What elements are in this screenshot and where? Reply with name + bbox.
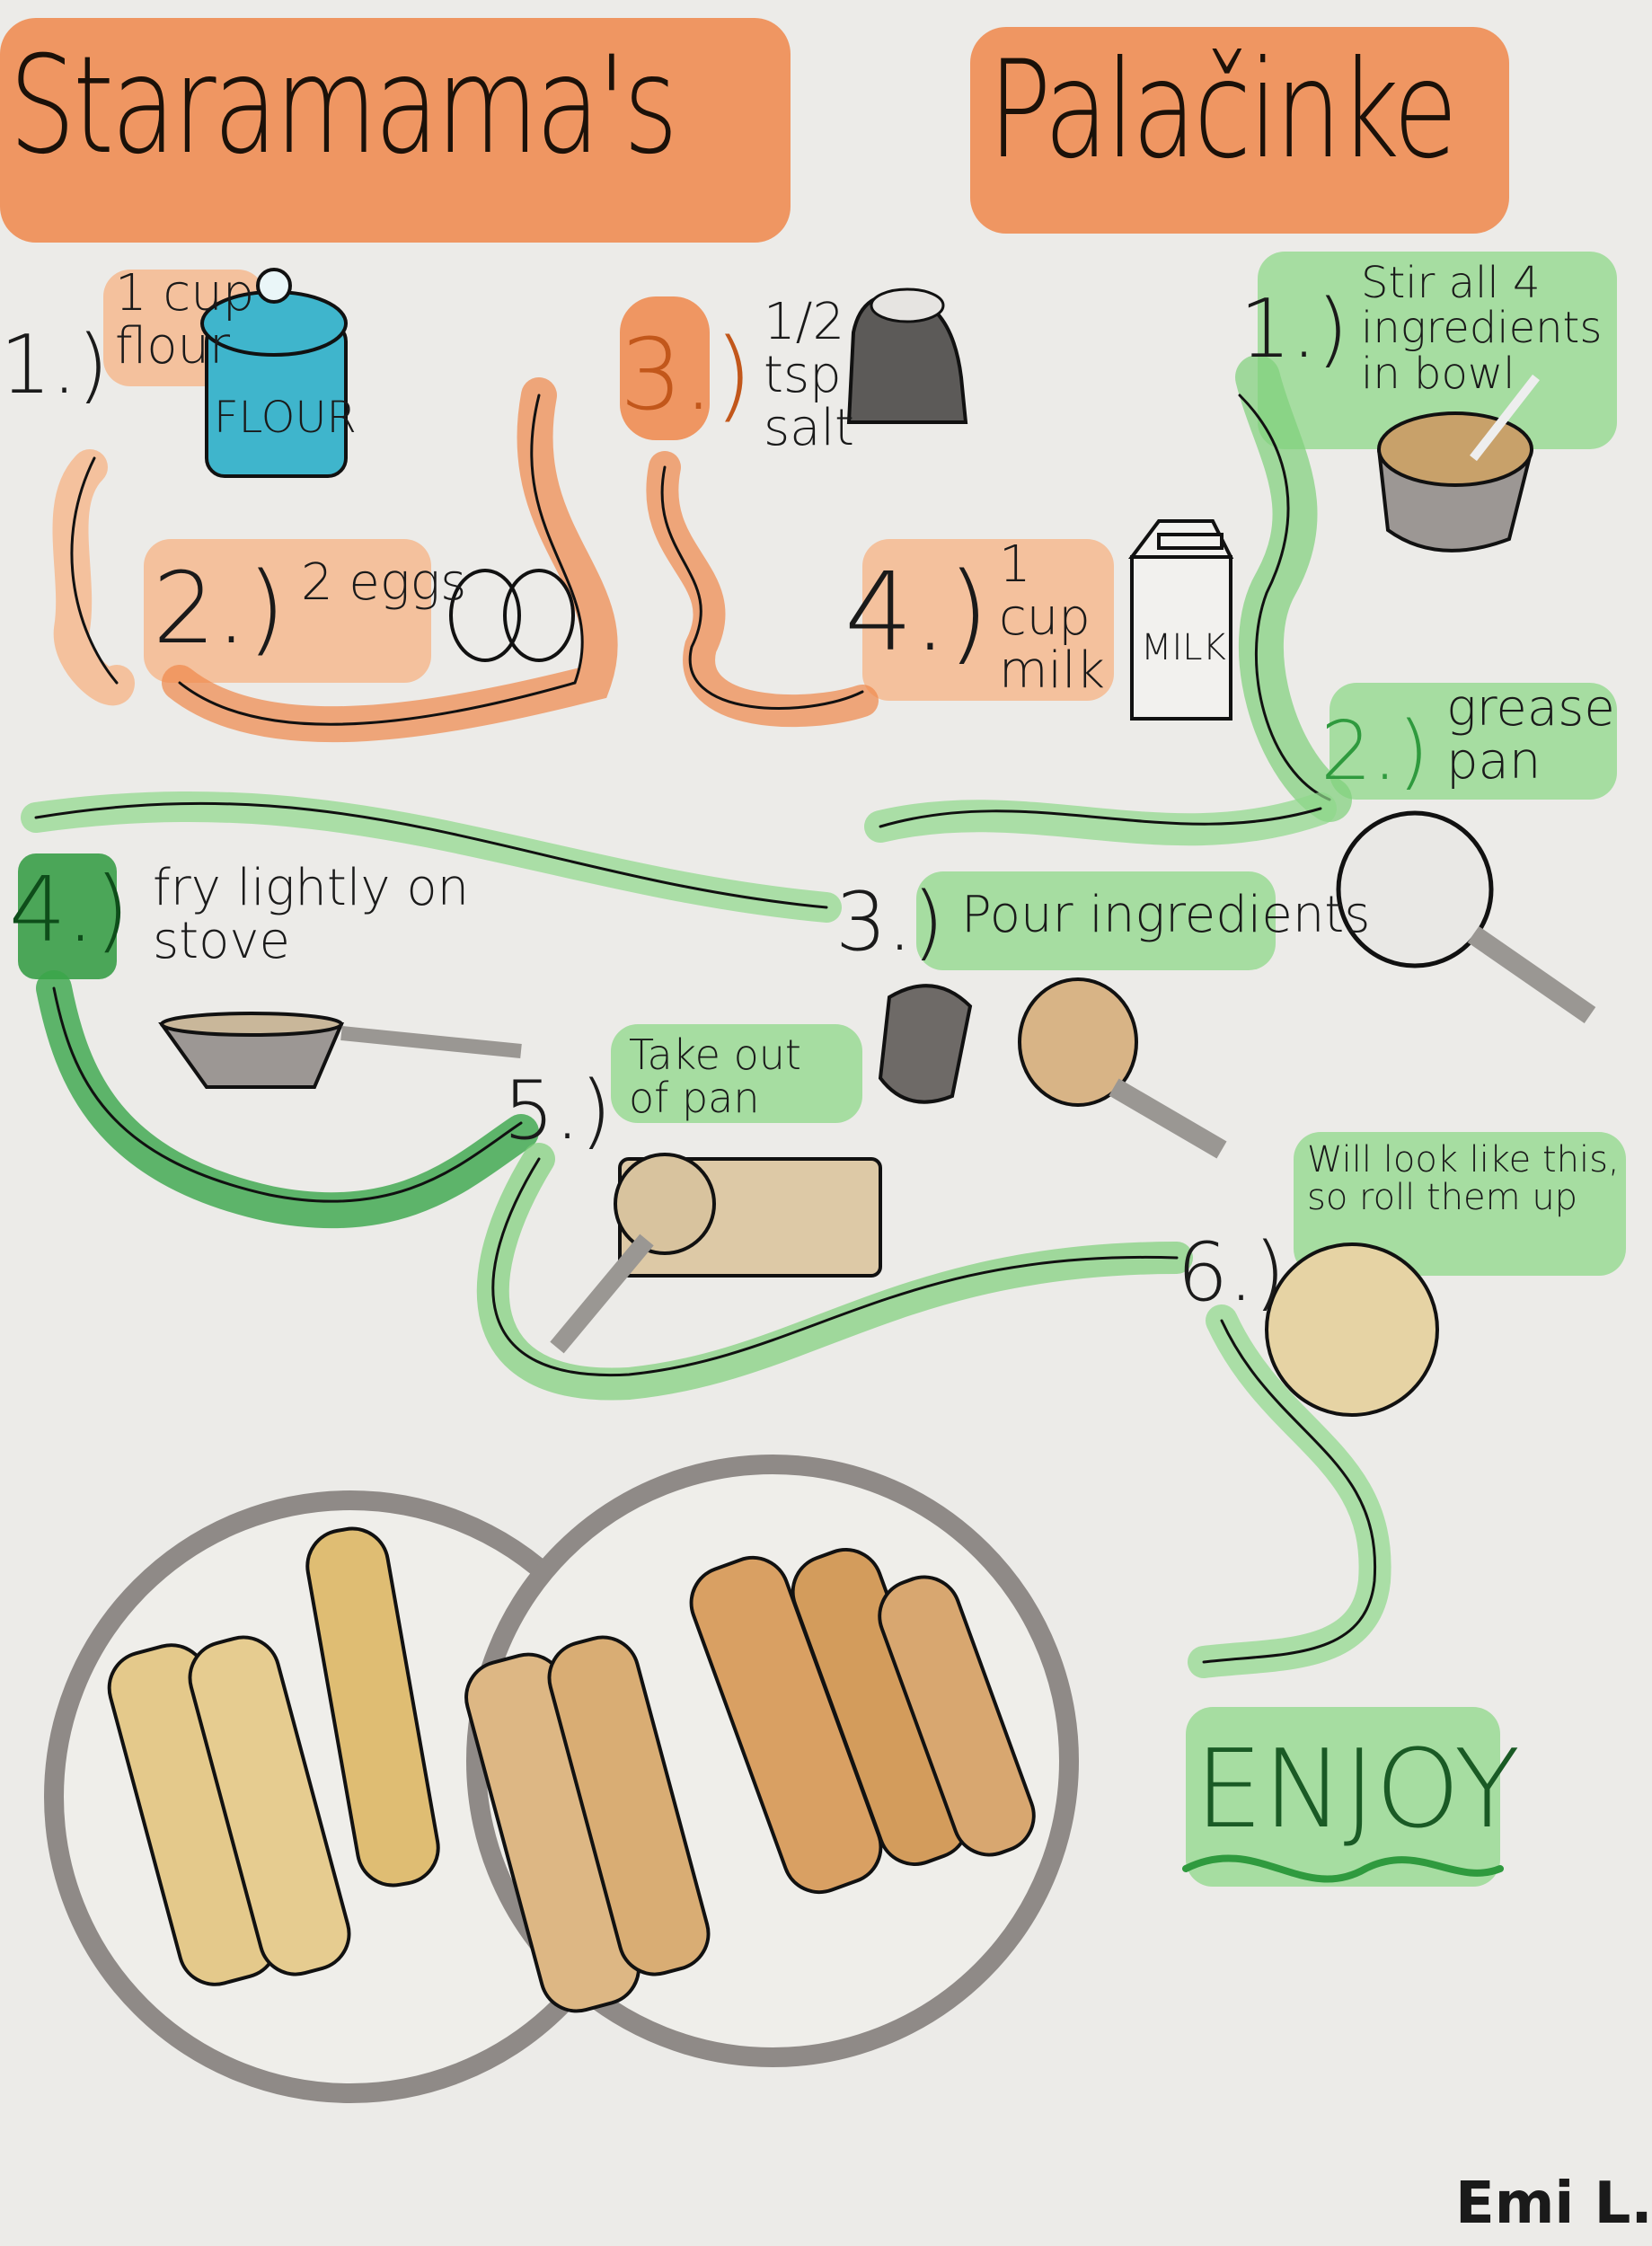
arrow-stir-grease bbox=[1235, 355, 1352, 822]
arrow-flour-eggs bbox=[52, 449, 135, 706]
step-1-text: Stir all 4 ingredients in bowl bbox=[1361, 258, 1603, 399]
milk-carton-label: MILK bbox=[1141, 627, 1226, 668]
title-staramamas: Staramama's bbox=[9, 28, 678, 184]
step-5-text: Take out of pan bbox=[629, 1030, 801, 1123]
eggs-icon bbox=[449, 569, 575, 662]
pouring-cup-icon bbox=[878, 977, 1227, 1159]
step-2-number: 2.) bbox=[1321, 704, 1429, 799]
title-palacinke: Palačinke bbox=[988, 32, 1458, 189]
salt-shaker-icon bbox=[846, 287, 968, 424]
enjoy-text: ENJOY bbox=[1195, 1728, 1521, 1853]
ingredient-3-number: 3.) bbox=[620, 317, 753, 432]
fry-num-wash bbox=[18, 853, 117, 979]
ingredient-2-text: 2 eggs bbox=[301, 553, 467, 612]
step-6-number: 6.) bbox=[1177, 1225, 1285, 1320]
step-4-number: 4.) bbox=[9, 857, 130, 962]
takeout-wash bbox=[611, 1024, 862, 1123]
step-2-text: grease pan bbox=[1446, 679, 1615, 791]
ingredient-2-number: 2.) bbox=[153, 551, 286, 666]
title-wash-left bbox=[0, 18, 791, 243]
step-4-text: fry lightly on stove bbox=[153, 859, 470, 970]
salt-wash bbox=[620, 296, 710, 440]
arrow-salt-milk bbox=[646, 451, 879, 728]
arrow-grease-pour bbox=[864, 792, 1337, 846]
step-6-text: Will look like this, so roll them up bbox=[1307, 1139, 1620, 1218]
artist-signature: Emi L. bbox=[1455, 2171, 1652, 2237]
step-3-number: 3.) bbox=[835, 875, 944, 969]
flour-jar-icon bbox=[200, 268, 348, 478]
grease-wash bbox=[1330, 683, 1617, 800]
title-wash-right bbox=[970, 27, 1509, 234]
ingredient-1-number: 1.) bbox=[0, 318, 109, 412]
plates-of-palacinke-illustration bbox=[44, 1455, 1079, 2103]
step-3-text: Pour ingredients bbox=[961, 886, 1371, 944]
rolled-pancake-icon bbox=[1265, 1242, 1439, 1417]
ingredient-3-text: 1/2 tsp salt bbox=[764, 293, 855, 457]
mixing-bowl-icon bbox=[1377, 374, 1540, 553]
enjoy-squiggle bbox=[1182, 1854, 1504, 1883]
pour-wash bbox=[916, 871, 1276, 970]
step-5-number: 5.) bbox=[503, 1064, 612, 1158]
plate-with-pancake-icon bbox=[550, 1153, 882, 1354]
ingredient-4-text: 1 cup milk bbox=[999, 535, 1106, 700]
ingredient-1-text: 1 cup flour bbox=[115, 264, 255, 376]
milk-wash bbox=[862, 539, 1114, 701]
ingredient-4-number: 4.) bbox=[844, 551, 990, 676]
frying-pan-icon bbox=[1336, 810, 1596, 1024]
stove-pan-icon bbox=[158, 1012, 522, 1089]
flour-jar-label: FLOUR bbox=[214, 393, 357, 443]
eggs-wash bbox=[144, 539, 431, 683]
milk-carton-icon bbox=[1128, 519, 1234, 721]
step-1-number: 1.) bbox=[1240, 282, 1348, 376]
